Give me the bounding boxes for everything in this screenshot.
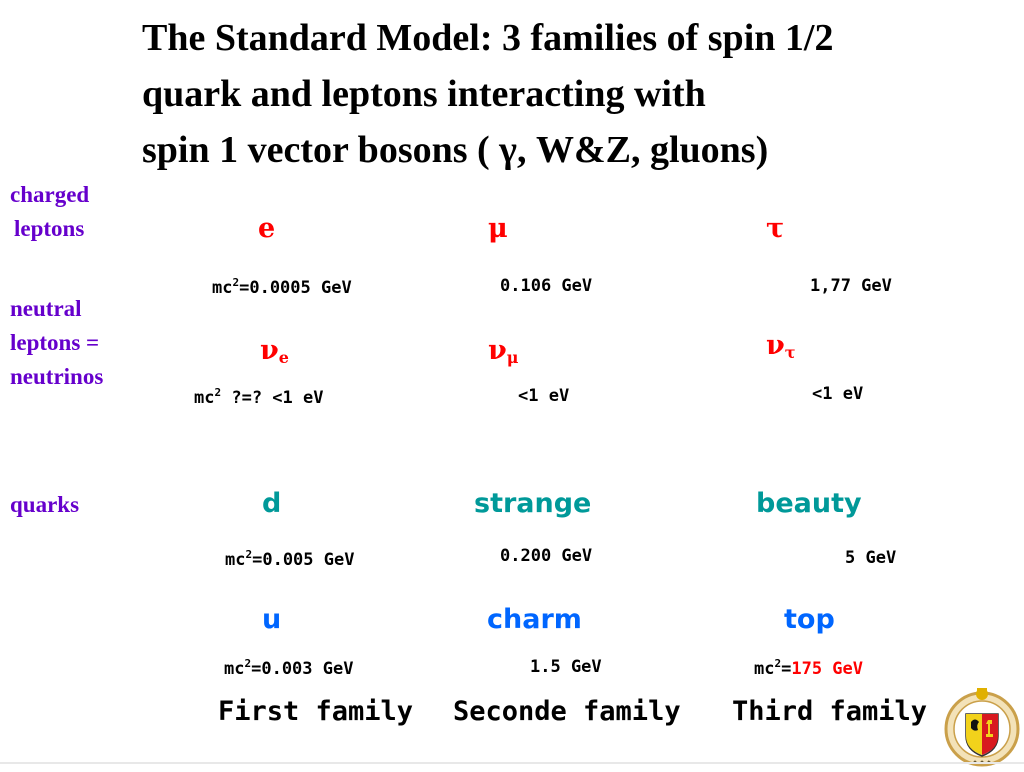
row-label-neutral-line3: neutrinos bbox=[10, 364, 104, 389]
mass-superscript: 2 bbox=[244, 657, 252, 670]
row-label-charged-line2: leptons bbox=[14, 216, 85, 241]
mass-superscript: 2 bbox=[232, 276, 240, 289]
title-line-2: quark and leptons interacting with bbox=[142, 73, 706, 115]
footer-divider bbox=[0, 762, 1024, 764]
mass-prefix: mc bbox=[754, 659, 775, 679]
mass-equals: = bbox=[781, 659, 792, 679]
quark-charm: charm bbox=[487, 604, 582, 635]
mass-electron: mc2=0.0005 GeV bbox=[212, 276, 352, 298]
mass-neutrino-tau: <1 eV bbox=[812, 384, 864, 404]
row-label-neutral-line2: leptons = bbox=[10, 330, 100, 355]
quark-up: u bbox=[262, 604, 282, 635]
row-label-neutral-line1: neutral bbox=[10, 296, 82, 321]
mass-value-highlight: 175 GeV bbox=[791, 659, 864, 679]
mass-down: mc2=0.005 GeV bbox=[225, 548, 354, 570]
lepton-muon: μ bbox=[488, 213, 508, 244]
quark-top: top bbox=[784, 604, 835, 635]
neutrino-symbol: ν bbox=[488, 335, 507, 366]
mass-prefix: mc bbox=[194, 388, 215, 408]
slide-title: The Standard Model: 3 families of spin 1… bbox=[142, 10, 833, 178]
row-label-quarks: quarks bbox=[10, 488, 79, 522]
mass-top: mc2=175 GeV bbox=[754, 657, 863, 679]
neutrino-subscript: μ bbox=[506, 348, 519, 367]
title-line-3: spin 1 vector bosons ( γ, W&Z, gluons) bbox=[142, 129, 769, 171]
family-label-first: First family bbox=[218, 696, 414, 727]
family-label-third: Third family bbox=[732, 696, 928, 727]
family-label-second: Seconde family bbox=[453, 696, 681, 727]
mass-muon: 0.106 GeV bbox=[500, 276, 593, 296]
row-label-charged-line1: charged bbox=[10, 182, 90, 207]
mass-charm: 1.5 GeV bbox=[530, 657, 602, 677]
mass-superscript: 2 bbox=[774, 657, 782, 670]
mass-prefix: mc bbox=[224, 659, 245, 679]
mass-strange: 0.200 GeV bbox=[500, 546, 593, 566]
title-line-1: The Standard Model: 3 families of spin 1… bbox=[142, 17, 834, 59]
mass-value: =0.005 GeV bbox=[252, 550, 355, 570]
quark-strange: strange bbox=[474, 488, 592, 519]
neutrino-symbol: ν bbox=[260, 335, 279, 366]
mass-value: ?=? <1 eV bbox=[221, 388, 324, 408]
neutrino-tau: ντ bbox=[766, 330, 796, 362]
mass-superscript: 2 bbox=[245, 548, 253, 561]
mass-tau: 1,77 GeV bbox=[810, 276, 892, 296]
university-of-geneva-seal-icon: ✦ ✦ ✦ bbox=[944, 686, 1020, 768]
row-label-quarks-text: quarks bbox=[10, 492, 80, 517]
neutrino-symbol: ν bbox=[766, 330, 785, 361]
lepton-electron: e bbox=[258, 213, 276, 244]
neutrino-subscript: τ bbox=[784, 343, 796, 362]
neutrino-muon: νμ bbox=[488, 335, 518, 367]
mass-prefix: mc bbox=[212, 278, 233, 298]
mass-superscript: 2 bbox=[214, 386, 222, 399]
mass-value: =0.003 GeV bbox=[251, 659, 354, 679]
quark-down: d bbox=[262, 488, 282, 519]
row-label-neutral-leptons: neutral leptons = neutrinos bbox=[10, 292, 103, 394]
neutrino-electron: νe bbox=[260, 335, 289, 367]
quark-beauty: beauty bbox=[756, 488, 862, 519]
neutrino-subscript: e bbox=[278, 348, 289, 367]
mass-beauty: 5 GeV bbox=[845, 548, 897, 568]
lepton-tau: τ bbox=[766, 213, 785, 244]
mass-value: =0.0005 GeV bbox=[239, 278, 352, 298]
mass-prefix: mc bbox=[225, 550, 246, 570]
mass-neutrino-electron: mc2 ?=? <1 eV bbox=[194, 386, 323, 408]
row-label-charged-leptons: charged leptons bbox=[10, 178, 89, 246]
mass-neutrino-muon: <1 eV bbox=[518, 386, 570, 406]
mass-up: mc2=0.003 GeV bbox=[224, 657, 353, 679]
